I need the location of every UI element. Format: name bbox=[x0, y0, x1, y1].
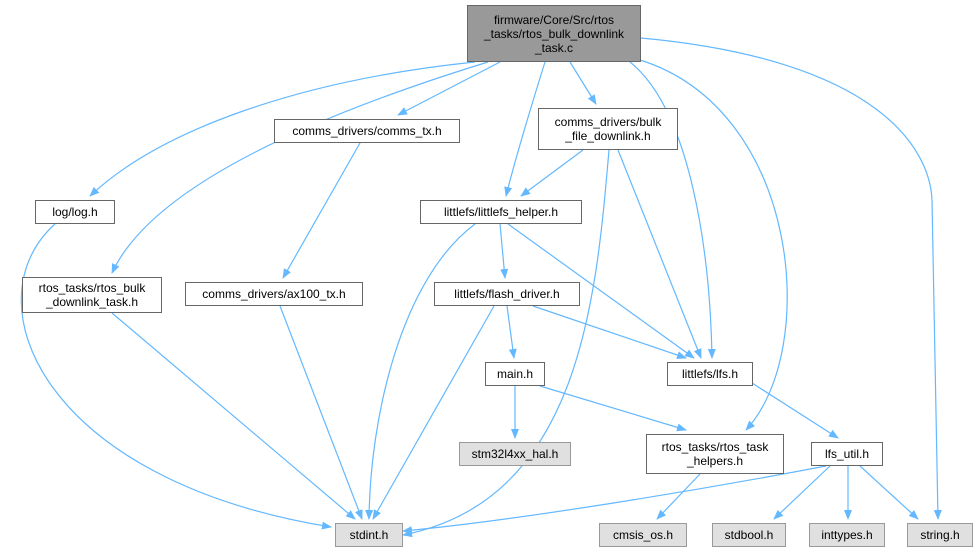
edge-root-to-littlefs-helper bbox=[504, 61, 546, 197]
node-flash-driver[interactable]: littlefs/flash_driver.h bbox=[434, 282, 580, 306]
node-comms-tx[interactable]: comms_drivers/comms_tx.h bbox=[274, 119, 460, 143]
node-littlefs-helper[interactable]: littlefs/littlefs_helper.h bbox=[420, 200, 582, 224]
edge-root-to-bulk-file-downlink bbox=[569, 61, 597, 105]
edge-root-to-lfs bbox=[629, 61, 716, 359]
edge-lfs-util-to-string bbox=[859, 465, 919, 520]
node-log[interactable]: log/log.h bbox=[35, 200, 115, 224]
edge-flash-driver-to-main bbox=[506, 305, 517, 359]
node-stdbool[interactable]: stdbool.h bbox=[712, 523, 786, 547]
edge-littlefs-helper-to-lfs bbox=[507, 223, 695, 359]
node-root-file[interactable]: firmware/Core/Src/rtos _tasks/rtos_bulk_… bbox=[467, 5, 641, 62]
node-rtos-bulk-downlink-task-h[interactable]: rtos_tasks/rtos_bulk _downlink_task.h bbox=[22, 277, 162, 313]
node-cmsis-os[interactable]: cmsis_os.h bbox=[599, 523, 687, 547]
node-stm32l4xx-hal[interactable]: stm32l4xx_hal.h bbox=[459, 442, 571, 466]
node-lfs-util[interactable]: lfs_util.h bbox=[811, 442, 883, 466]
edge-root-to-rtos-bulk-downlink-task-h bbox=[111, 61, 489, 274]
edge-bulk-file-downlink-to-stdint bbox=[402, 149, 610, 538]
edge-flash-driver-to-lfs bbox=[532, 305, 687, 359]
edge-root-to-rtos-task-helpers bbox=[639, 59, 788, 431]
edge-bulk-file-downlink-to-lfs bbox=[617, 149, 702, 359]
edge-root-to-log bbox=[89, 61, 476, 197]
node-lfs[interactable]: littlefs/lfs.h bbox=[667, 362, 753, 386]
edge-lfs-util-to-stdbool bbox=[773, 465, 831, 520]
edge-littlefs-helper-to-stdint bbox=[365, 223, 476, 520]
node-bulk-file-downlink[interactable]: comms_drivers/bulk _file_downlink.h bbox=[538, 108, 678, 150]
edge-ax100-tx-to-stdint bbox=[279, 305, 363, 520]
edge-log-to-stdint bbox=[20, 223, 332, 530]
edge-root-to-string bbox=[640, 37, 942, 520]
edge-rtos-bulk-downlink-task-h-to-stdint bbox=[111, 312, 356, 520]
node-stdint[interactable]: stdint.h bbox=[335, 523, 403, 547]
edge-main-to-rtos-task-helpers bbox=[539, 385, 687, 432]
node-main[interactable]: main.h bbox=[485, 362, 545, 386]
edge-lfs-to-lfs-util bbox=[751, 382, 839, 439]
edge-lfs-util-to-stdint bbox=[402, 465, 827, 535]
edge-bulk-file-downlink-to-littlefs-helper bbox=[520, 149, 584, 197]
edge-root-to-comms-tx bbox=[397, 61, 501, 116]
node-inttypes[interactable]: inttypes.h bbox=[809, 523, 885, 547]
node-string[interactable]: string.h bbox=[907, 523, 973, 547]
edge-flash-driver-to-stdint bbox=[372, 305, 495, 520]
edge-rtos-task-helpers-to-cmsis-os bbox=[656, 473, 701, 520]
edge-littlefs-helper-to-flash-driver bbox=[499, 223, 509, 279]
edge-comms-tx-to-ax100-tx bbox=[282, 142, 361, 279]
node-ax100-tx[interactable]: comms_drivers/ax100_tx.h bbox=[185, 282, 363, 306]
node-rtos-task-helpers[interactable]: rtos_tasks/rtos_task _helpers.h bbox=[646, 434, 784, 474]
